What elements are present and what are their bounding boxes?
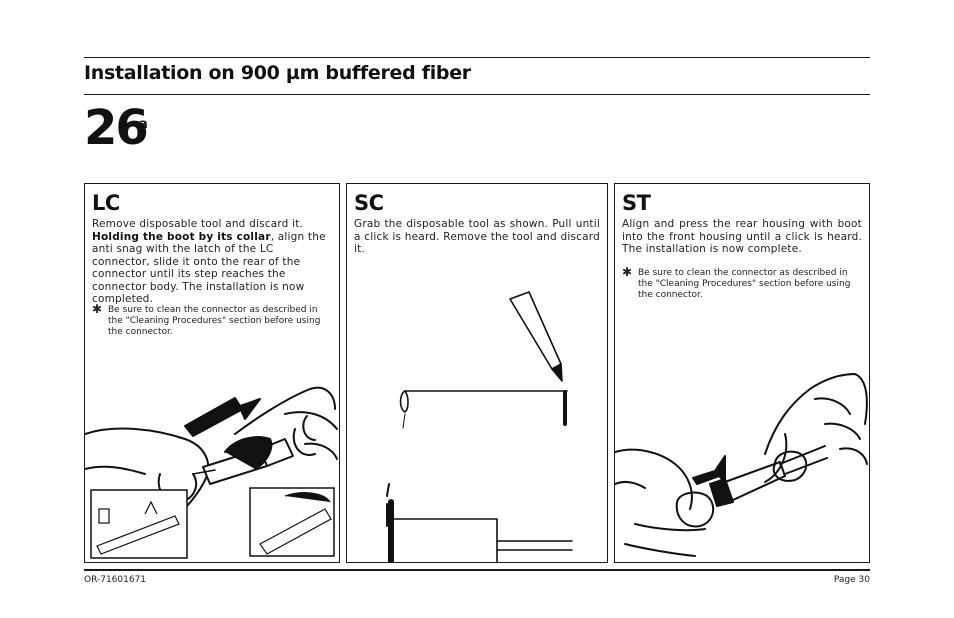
asterisk-icon: ✱ — [622, 265, 633, 279]
panel-lc: LC Remove disposable tool and discard it… — [84, 183, 340, 563]
panel-st-text: Align and press the rear housing with bo… — [622, 218, 862, 255]
page-number: Page 30 — [833, 575, 870, 585]
panel-sc: SC Grab the disposable tool as shown. Pu… — [346, 183, 608, 563]
panel-sc-title: SC — [354, 191, 384, 215]
panel-lc-text: Remove disposable tool and discard it. H… — [92, 218, 332, 306]
panel-lc-text-pre: Remove disposable tool and discard it. — [92, 218, 304, 230]
sc-illustration — [386, 291, 573, 562]
asterisk-icon: ✱ — [92, 302, 103, 316]
panel-lc-note: ✱ Be sure to clean the connector as desc… — [92, 302, 327, 338]
panel-st: ST Align and press the rear housing with… — [614, 183, 870, 563]
doc-id: OR-71601671 — [84, 575, 147, 585]
title-rule — [84, 94, 870, 95]
footer-rule — [84, 569, 870, 571]
lc-illustration — [85, 386, 338, 559]
panel-st-title: ST — [622, 191, 651, 215]
step-number: 26 — [84, 100, 149, 156]
panel-lc-text-post: , align the anti snag with the latch of … — [92, 230, 326, 306]
step-sub-letter: a — [139, 117, 148, 132]
panel-lc-note-text: Be sure to clean the connector as descri… — [108, 305, 321, 337]
panel-sc-text: Grab the disposable tool as shown. Pull … — [354, 218, 600, 255]
top-rule — [84, 57, 870, 58]
panel-st-note-text: Be sure to clean the connector as descri… — [638, 268, 851, 300]
st-illustration — [615, 373, 868, 557]
panel-st-note: ✱ Be sure to clean the connector as desc… — [622, 265, 857, 301]
panel-lc-text-bold: Holding the boot by its collar — [92, 230, 271, 243]
page-title: Installation on 900 µm buffered fiber — [84, 62, 471, 84]
panel-lc-title: LC — [92, 191, 120, 215]
